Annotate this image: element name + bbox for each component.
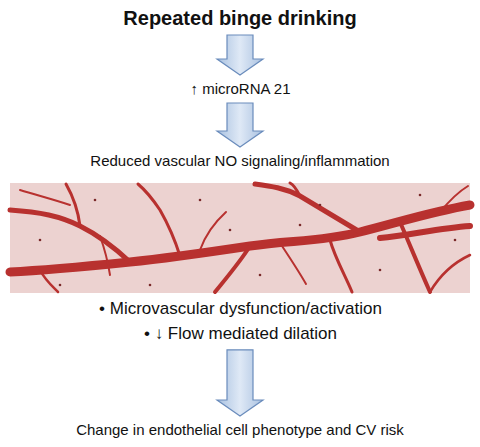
block-arrow — [217, 350, 263, 416]
label-text: ↑ microRNA 21 — [190, 80, 291, 98]
tissue-background — [10, 183, 470, 293]
block-arrow — [217, 103, 263, 147]
start-text: Repeated binge drinking — [119, 4, 361, 32]
cell-dots — [39, 194, 457, 287]
block-arrow — [217, 35, 263, 75]
mechanism-text: ↑ microRNA 21 — [186, 78, 295, 100]
result-text: Change in endothelial cell phenotype and… — [72, 419, 408, 441]
label-text: Reduced vascular NO signaling/inflammati… — [90, 152, 390, 170]
label-text: • ↓ Flow mediated dilation — [99, 324, 382, 344]
label-text: Change in endothelial cell phenotype and… — [76, 421, 404, 439]
vessels — [10, 183, 470, 292]
outcome-bullets: • Microvascular dysfunction/activation • … — [95, 297, 386, 347]
effect-text: Reduced vascular NO signaling/inflammati… — [86, 150, 394, 172]
label-text: Repeated binge drinking — [123, 6, 357, 30]
label-text: • Microvascular dysfunction/activation — [99, 299, 382, 319]
